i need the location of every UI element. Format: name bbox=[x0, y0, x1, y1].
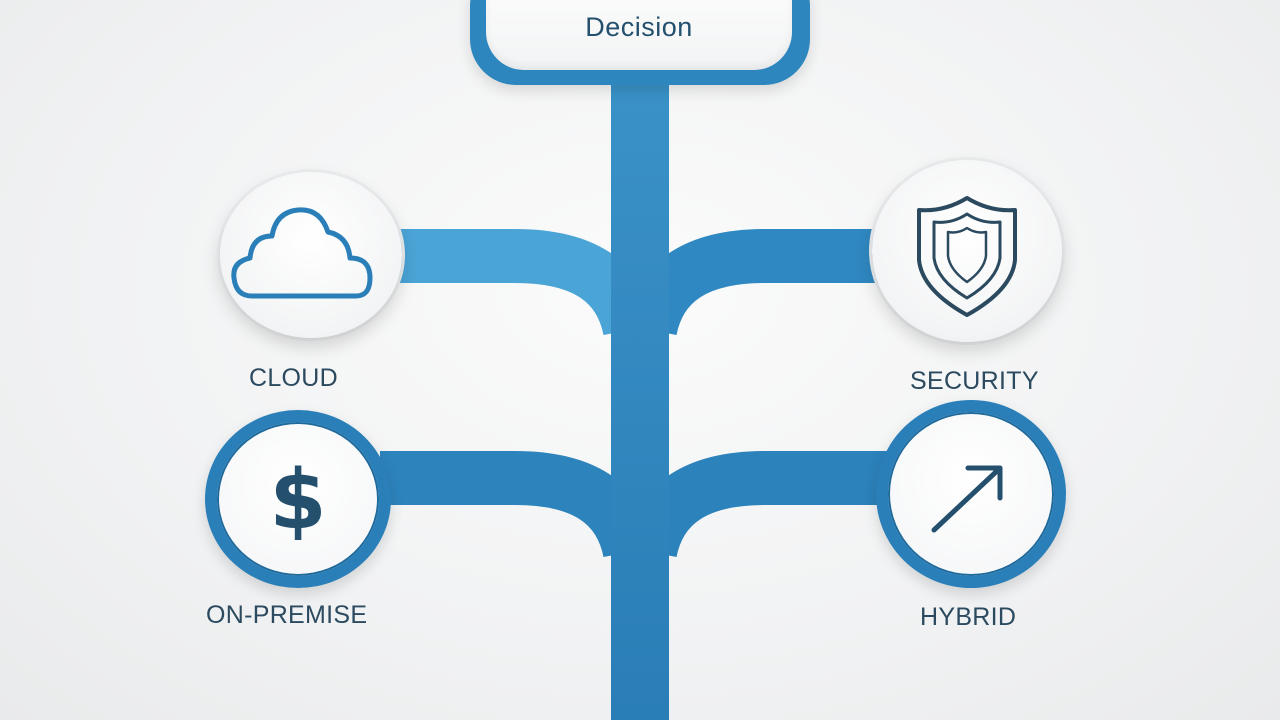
cloud-icon bbox=[231, 207, 373, 299]
branch-on-premise bbox=[380, 451, 657, 559]
arrow-up-right-icon bbox=[931, 465, 1003, 533]
on-premise-label: ON-PREMISE bbox=[206, 601, 368, 629]
shield-icon bbox=[917, 196, 1017, 317]
hybrid-label: HYBRID bbox=[920, 603, 1017, 631]
svg-text:$: $ bbox=[269, 453, 326, 548]
security-node bbox=[872, 160, 1062, 342]
on-premise-node: $ bbox=[205, 410, 391, 588]
cloud-node bbox=[220, 172, 402, 338]
branch-hybrid bbox=[623, 451, 900, 559]
hybrid-node bbox=[876, 400, 1066, 588]
root-node-label: Decision bbox=[585, 12, 693, 42]
root-node bbox=[486, 0, 792, 70]
dollar-icon: $ bbox=[269, 453, 326, 548]
security-label: SECURITY bbox=[910, 367, 1039, 395]
branch-security bbox=[623, 229, 882, 337]
cloud-label: CLOUD bbox=[249, 364, 339, 392]
